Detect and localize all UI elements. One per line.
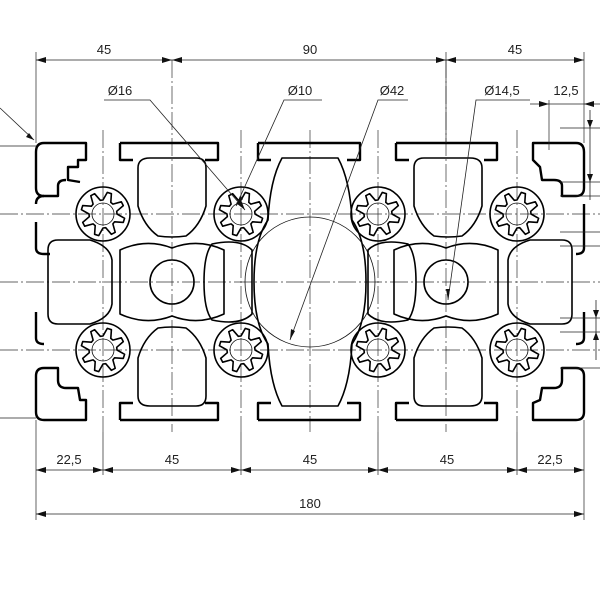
diameter-14-5-label: Ø14,5 <box>484 83 519 98</box>
bottom-dim-22-5-left: 22,5 <box>56 452 81 467</box>
screw-channel-core <box>505 338 529 362</box>
overall-dim-180: 180 <box>299 496 321 511</box>
screw-channel-housing <box>213 322 269 378</box>
screw-channel-star <box>494 327 540 373</box>
inner-cavities <box>47 157 573 407</box>
screw-channel-housing <box>489 322 545 378</box>
top-dim-12-5: 12,5 <box>553 83 578 98</box>
screw-channel-core <box>91 338 115 362</box>
extension-lines <box>0 52 600 520</box>
screw-channel-housing <box>75 186 131 242</box>
diameter-10-label: Ø10 <box>288 83 313 98</box>
screw-channel-core <box>366 338 390 362</box>
screw-channels <box>75 186 545 378</box>
screw-channel-star <box>218 191 264 237</box>
screw-channel-core <box>366 202 390 226</box>
screw-channel-star <box>80 327 126 373</box>
bottom-dim-45-a: 45 <box>165 452 179 467</box>
screw-channel-core <box>91 202 115 226</box>
dimension-lines <box>0 57 600 517</box>
bottom-dim-45-b: 45 <box>303 452 317 467</box>
screw-channel-housing <box>350 186 406 242</box>
screw-channel-housing <box>350 322 406 378</box>
diameter-42-label: Ø42 <box>380 83 405 98</box>
screw-channel-star <box>80 191 126 237</box>
profile-outline <box>34 141 586 422</box>
bottom-dim-22-5-right: 22,5 <box>537 452 562 467</box>
top-dim-45-right: 45 <box>508 42 522 57</box>
top-dim-45-left: 45 <box>97 42 111 57</box>
bottom-dim-45-c: 45 <box>440 452 454 467</box>
dimension-labels: 45 90 45 12,5 Ø16 Ø10 Ø42 Ø14,5 22,5 45 … <box>56 42 578 511</box>
screw-channel-core <box>229 338 253 362</box>
screw-channel-core <box>505 202 529 226</box>
center-lines <box>0 60 600 432</box>
screw-channel-star <box>355 191 401 237</box>
diameter-16-label: Ø16 <box>108 83 133 98</box>
screw-channel-star <box>355 327 401 373</box>
screw-channel-star <box>218 327 264 373</box>
screw-channel-housing <box>213 186 269 242</box>
screw-channel-housing <box>75 322 131 378</box>
screw-channel-star <box>494 191 540 237</box>
screw-channel-housing <box>489 186 545 242</box>
top-dim-90: 90 <box>303 42 317 57</box>
